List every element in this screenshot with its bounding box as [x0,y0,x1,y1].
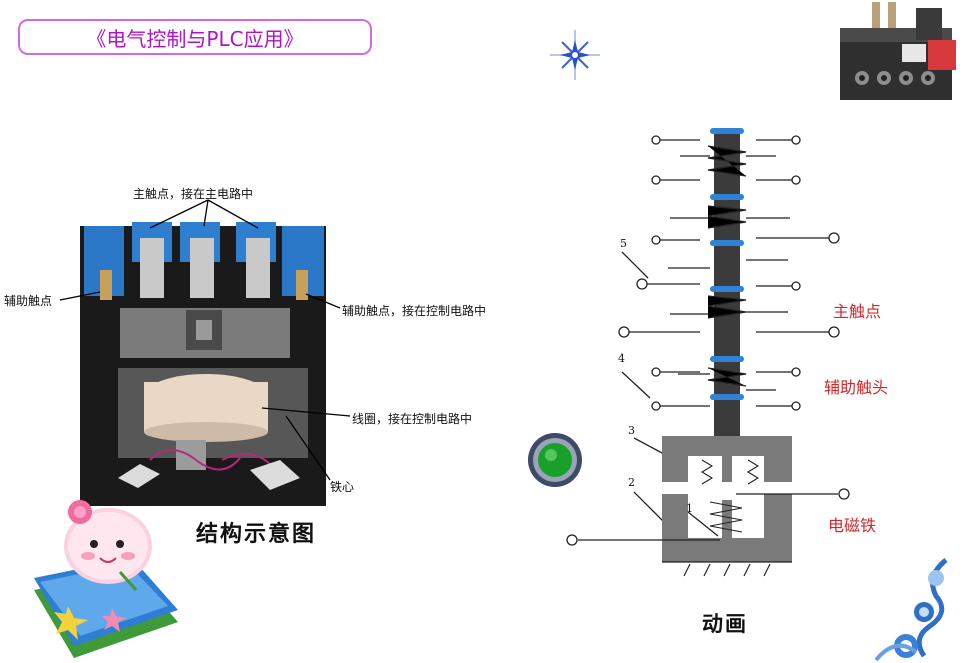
green-play-button-icon[interactable] [527,432,583,488]
thermal-relay-image [840,2,956,100]
slide-title: 《电气控制与PLC应用》 [18,19,372,55]
sparkle-icon [550,30,600,80]
part-number-5: 5 [620,237,627,250]
part-number-3: 3 [628,424,635,437]
part-number-1: 1 [686,502,693,515]
label-main-contacts: 主触点 [833,302,882,321]
contactor-diagram [566,128,850,577]
label-coil: 线圈，接在控制电路中 [352,412,473,426]
animation-caption: 动画 [702,611,748,636]
mascot-book-icon [34,500,178,658]
part-number-4: 4 [618,352,625,365]
structure-caption: 结构示意图 [196,521,317,547]
label-core: 铁心 [330,480,355,494]
label-electromagnet: 电磁铁 [828,516,877,535]
label-aux-contact-left: 辅助触点 [4,294,53,308]
part-number-2: 2 [628,476,635,489]
floral-corner-icon [874,558,948,662]
label-aux-contacts: 辅助触头 [824,378,889,397]
label-aux-contact-right: 辅助触点，接在控制电路中 [342,304,487,318]
contactor-structure-image [59,199,351,506]
label-main-contact: 主触点，接在主电路中 [133,187,254,201]
